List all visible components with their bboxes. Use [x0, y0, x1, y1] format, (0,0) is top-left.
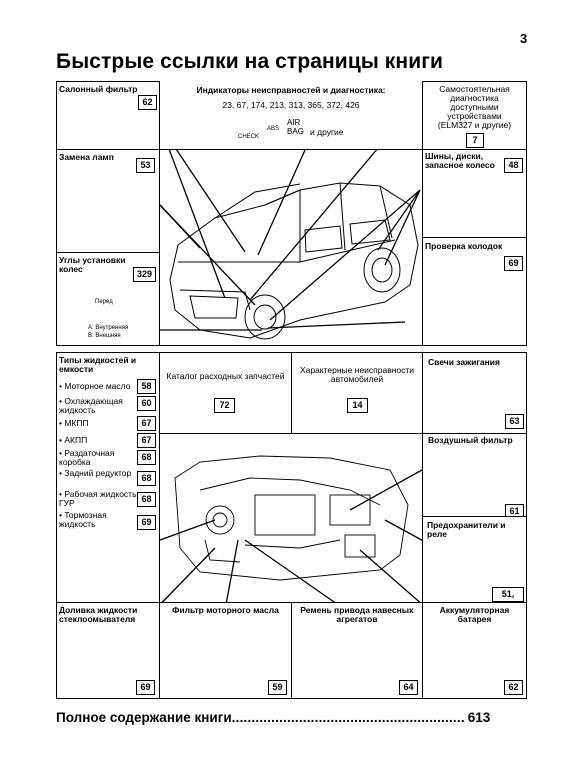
- battery-label: Аккумуляторная батарея: [439, 605, 510, 624]
- toc-page: 613: [467, 710, 491, 725]
- indicators-title: Индикаторы неисправностей и диагностика:: [196, 85, 386, 95]
- indicators-others: и другие: [310, 127, 344, 137]
- catalog-label: Каталог расходных запчастей: [166, 371, 285, 381]
- fluid-item[interactable]: • Задний редуктор: [59, 468, 132, 478]
- oil-filter-label: Фильтр моторного масла: [172, 605, 279, 615]
- fluid-item-name: Задний редуктор: [64, 468, 132, 478]
- fluid-item[interactable]: • Охлаждающая жидкость: [59, 396, 123, 415]
- washer-label: Доливка жидкости стеклоомывателя: [59, 605, 138, 624]
- fluid-item[interactable]: • Рабочая жидкость ГУР: [59, 489, 137, 508]
- air-filter-label: Воздушный фильтр: [428, 435, 513, 445]
- cabin-filter-cell[interactable]: [56, 81, 160, 150]
- self-diag-sub: (ELM327 и другие): [437, 120, 512, 130]
- fluid-item-page[interactable]: 58: [137, 379, 156, 394]
- fluid-item[interactable]: • Тормозная жидкость: [59, 510, 107, 529]
- faults-cell[interactable]: [291, 352, 423, 434]
- air-filter-page[interactable]: 61: [505, 504, 524, 519]
- alignment-b: В: Внешняя: [88, 333, 121, 339]
- abs-lamp-label: ABS: [267, 126, 280, 132]
- indicators-pages[interactable]: 23, 67, 174, 213, 313, 365, 372, 426: [222, 100, 360, 110]
- catalog-page[interactable]: 72: [214, 398, 235, 413]
- self-diag-label: Самостоятельная диагностика доступными у…: [439, 84, 510, 121]
- fuses-page[interactable]: 51, 462: [492, 587, 524, 612]
- fluid-item-page[interactable]: 68: [137, 450, 156, 465]
- fluid-item-name: Охлаждающая жидкость: [59, 396, 123, 415]
- fluid-item-page[interactable]: 67: [137, 416, 156, 431]
- page-number: 3: [520, 31, 528, 46]
- alignment-label: Углы установки колес: [59, 255, 126, 274]
- brakes-page[interactable]: 69: [504, 256, 523, 271]
- air-filter-cell[interactable]: [422, 433, 527, 517]
- tires-label: Шины, диски, запасное колесо: [425, 151, 495, 170]
- fluid-item-name: АКПП: [64, 435, 88, 445]
- belt-page[interactable]: 64: [399, 680, 418, 695]
- cabin-filter-page[interactable]: 62: [138, 95, 157, 110]
- washer-page[interactable]: 69: [136, 680, 155, 695]
- airbag-lamp-label: AIR BAG: [287, 118, 304, 136]
- fluid-item-page[interactable]: 60: [137, 396, 156, 411]
- toc-dots: ........................................…: [231, 710, 465, 725]
- spark-label: Свечи зажигания: [428, 357, 500, 367]
- alignment-front: Перед: [95, 299, 113, 305]
- belt-label: Ремень привода навесных агрегатов: [300, 605, 414, 624]
- lamps-label: Замена ламп: [59, 152, 114, 162]
- catalog-cell[interactable]: [159, 352, 292, 434]
- fluid-item-name: МКПП: [64, 418, 89, 428]
- fluid-item-name: Рабочая жидкость ГУР: [59, 489, 137, 508]
- battery-page[interactable]: 62: [504, 680, 523, 695]
- fluid-item-name: Раздаточная коробка: [59, 448, 115, 467]
- fluids-title: Типы жидкостей и емкости: [59, 355, 137, 374]
- brakes-cell[interactable]: [422, 237, 527, 346]
- indicators-cell[interactable]: [159, 81, 423, 150]
- toc-link[interactable]: Полное содержание книги.................…: [56, 710, 490, 725]
- fluid-item[interactable]: • АКПП: [59, 435, 88, 445]
- faults-page[interactable]: 14: [347, 398, 368, 413]
- lamps-page[interactable]: 53: [136, 158, 155, 173]
- faults-label: Характерные неисправности автомобилей: [299, 365, 415, 384]
- oil-filter-page[interactable]: 59: [268, 680, 287, 695]
- cabin-filter-label: Салонный фильтр: [59, 84, 138, 94]
- alignment-page[interactable]: 329: [133, 267, 156, 282]
- spark-page[interactable]: 63: [505, 414, 524, 429]
- alignment-a: А: Внутренняя: [88, 325, 129, 331]
- fluid-item-page[interactable]: 68: [137, 471, 156, 486]
- fuses-label: Предохранители и реле: [427, 520, 506, 539]
- self-diag-page[interactable]: 7: [466, 133, 484, 148]
- fluid-item-page[interactable]: 68: [137, 492, 156, 507]
- tires-page[interactable]: 48: [504, 158, 523, 173]
- page-title: Быстрые ссылки на страницы книги: [56, 50, 444, 73]
- fluid-item[interactable]: • МКПП: [59, 418, 89, 428]
- brakes-label: Проверка колодок: [425, 241, 503, 251]
- fluid-item[interactable]: • Моторное масло: [59, 381, 131, 391]
- fluid-item-name: Тормозная жидкость: [59, 510, 107, 529]
- fluid-item[interactable]: • Раздаточная коробка: [59, 448, 115, 467]
- fluid-item-page[interactable]: 69: [137, 515, 156, 530]
- toc-label: Полное содержание книги: [56, 710, 232, 725]
- fluid-item-name: Моторное масло: [64, 381, 131, 391]
- fluid-item-page[interactable]: 67: [137, 433, 156, 448]
- check-lamp-label: CHECK: [238, 134, 260, 140]
